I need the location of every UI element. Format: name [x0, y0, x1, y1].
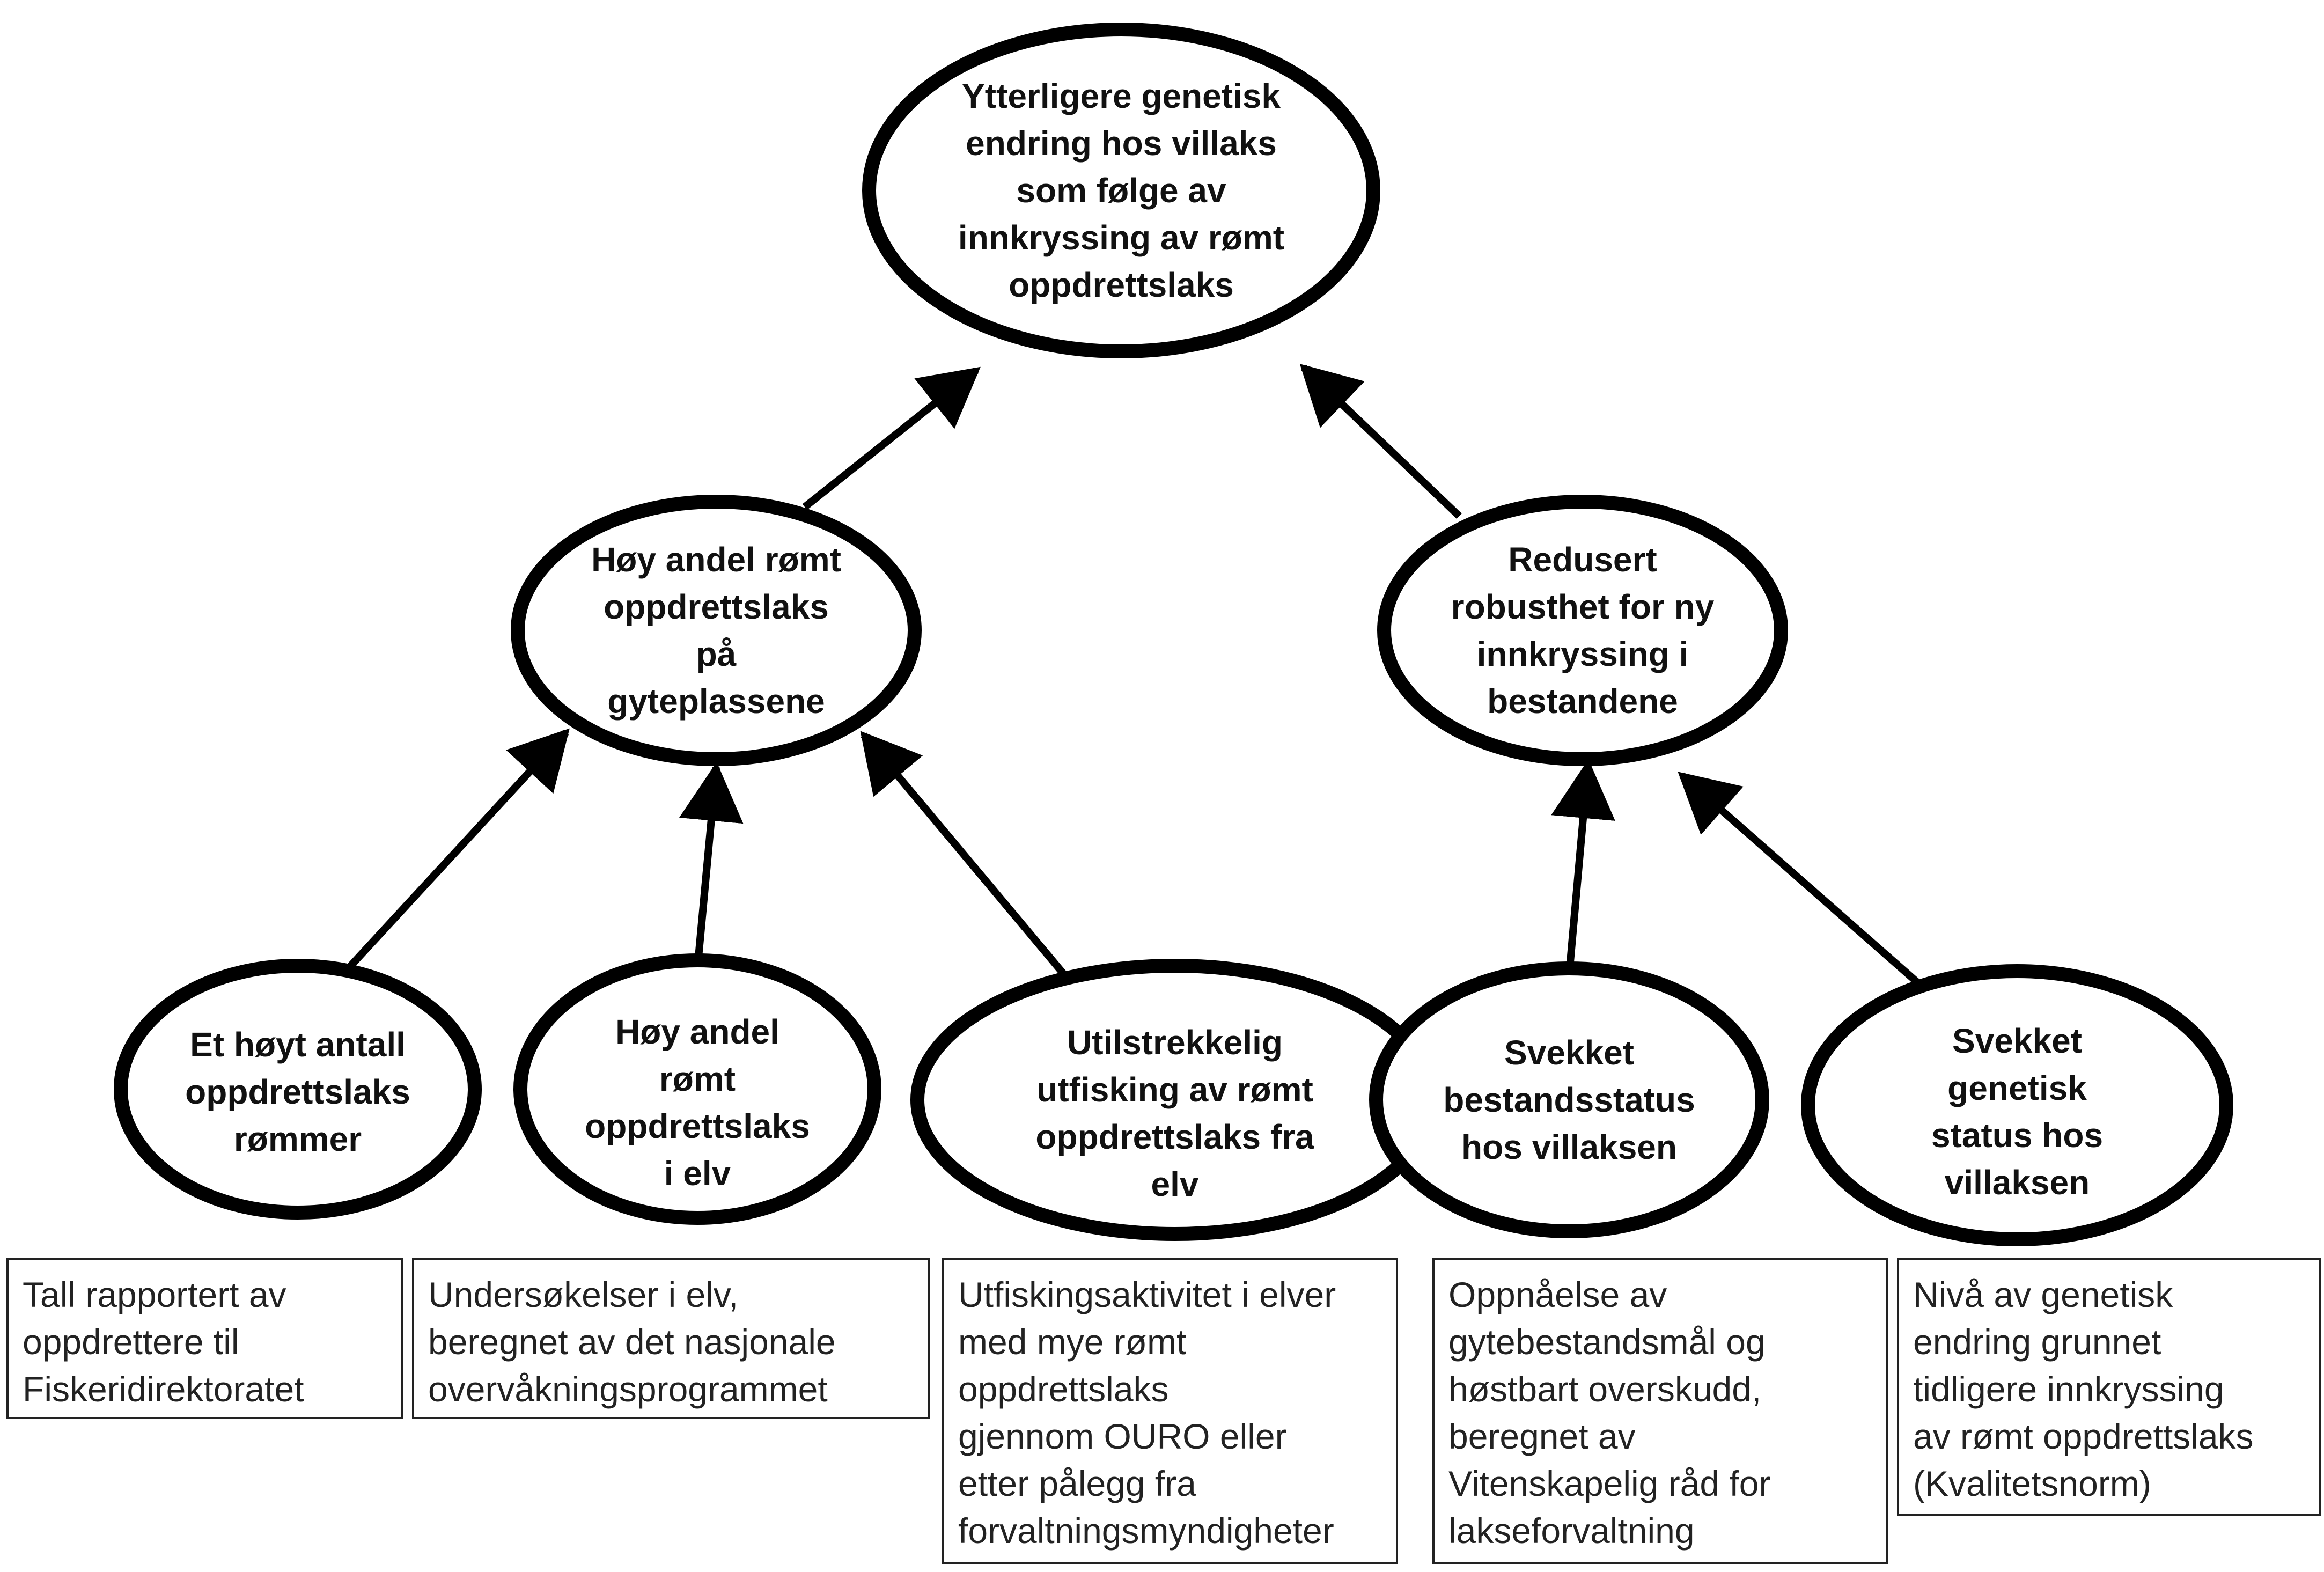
node-mid-right-ellipse — [1377, 495, 1788, 766]
bottom-4-label-line: Svekket — [1504, 1033, 1634, 1072]
mid-right-label-line: Redusert — [1508, 540, 1657, 579]
node-top-label: Ytterligere genetisk endring hos villaks s… — [958, 77, 1284, 304]
node-bottom-4-label: Svekket bestandsstatus hos villaksen — [1443, 1033, 1695, 1166]
arrow-bottom-1-to-mid-left — [340, 728, 570, 976]
node-bottom-5-ellipse — [1801, 964, 2233, 1246]
bottom-5-label-line: villaksen — [1945, 1163, 2090, 1202]
node-bottom-2-label: Høy andel rømt oppdrettslaks i elv — [585, 1012, 810, 1193]
bottom-2-label-line: rømt — [659, 1060, 736, 1098]
mid-left-label-line: på — [696, 635, 737, 673]
indicator-box-2: Undersøkelser i elv, beregnet av det nas… — [412, 1258, 930, 1419]
bottom-3-label-line: elv — [1151, 1165, 1199, 1203]
top-label-line: endring hos villaks — [966, 124, 1277, 163]
node-bottom-3-label: Utilstrekkelig utfisking av rømt oppdretts… — [1035, 1023, 1314, 1203]
arrow-mid-left-to-top — [802, 366, 981, 510]
arrow-bottom-5-to-mid-right — [1678, 772, 1929, 993]
top-label-line: oppdrettslaks — [1009, 266, 1234, 304]
node-top-ellipse — [862, 23, 1380, 358]
bottom-5-label-line: genetisk — [1947, 1069, 2087, 1107]
indicator-box-4: Oppnåelse av gytebestandsmål og høstbart… — [1432, 1258, 1888, 1564]
bottom-4-label-line: bestandsstatus — [1443, 1081, 1695, 1119]
bottom-3-label-line: oppdrettslaks fra — [1035, 1118, 1314, 1156]
top-label-line: Ytterligere genetisk — [962, 77, 1281, 115]
indicator-box-1: Tall rapportert av oppdrettere til Fiske… — [6, 1258, 403, 1419]
bottom-3-label-line: Utilstrekkelig — [1067, 1023, 1283, 1062]
mid-right-label-line: robusthet for ny — [1451, 587, 1715, 626]
node-mid-left-ellipse — [511, 495, 922, 766]
arrow-bottom-3-to-mid-left — [860, 731, 1073, 985]
arrow-bottom-2-to-mid-left — [679, 762, 744, 969]
node-mid-left-label: Høy andel rømt oppdrettslaks på gyteplassen… — [591, 540, 841, 721]
mid-left-label-line: oppdrettslaks — [604, 587, 829, 626]
arrows — [340, 364, 1929, 993]
node-bottom-1-ellipse — [114, 959, 482, 1220]
bottom-5-label-line: Svekket — [1952, 1022, 2082, 1060]
bottom-3-label-line: utfisking av rømt — [1036, 1070, 1313, 1109]
top-label-line: som følge av — [1016, 171, 1226, 210]
bottom-1-label-line: Et høyt antall — [190, 1025, 406, 1064]
indicator-box-3: Utfiskingsaktivitet i elver med mye rømt… — [942, 1258, 1398, 1564]
arrow-bottom-4-to-mid-right — [1551, 759, 1615, 974]
node-bottom-1-label: Et høyt antall oppdrettslaks rømmer — [185, 1025, 410, 1158]
bottom-1-label-line: rømmer — [234, 1120, 362, 1158]
bottom-5-label-line: status hos — [1931, 1116, 2103, 1155]
bottom-2-label-line: oppdrettslaks — [585, 1107, 810, 1145]
bottom-1-label-line: oppdrettslaks — [185, 1073, 410, 1111]
nodes — [114, 23, 2233, 1246]
mid-left-label-line: gyteplassene — [607, 682, 825, 721]
node-bottom-2-ellipse — [513, 953, 881, 1225]
bottom-2-label-line: Høy andel — [615, 1012, 779, 1051]
mid-right-label-line: innkryssing i — [1477, 635, 1689, 673]
bottom-2-label-line: i elv — [664, 1154, 731, 1193]
node-bottom-5-label: Svekket genetisk status hos villaksen — [1931, 1022, 2103, 1202]
node-bottom-4-ellipse — [1369, 961, 1769, 1238]
mid-left-label-line: Høy andel rømt — [591, 540, 841, 579]
bottom-4-label-line: hos villaksen — [1461, 1128, 1677, 1166]
indicator-box-5: Nivå av genetisk endring grunnet tidlige… — [1897, 1258, 2321, 1516]
node-mid-right-label: Redusert robusthet for ny innkryssing i bes… — [1451, 540, 1715, 721]
arrow-mid-right-to-top — [1299, 364, 1462, 519]
top-label-line: innkryssing av rømt — [958, 218, 1284, 257]
mid-right-label-line: bestandene — [1487, 682, 1678, 721]
